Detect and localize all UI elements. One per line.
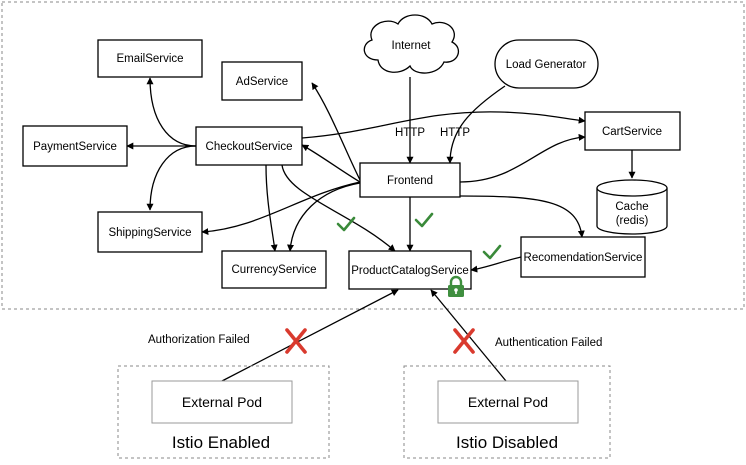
external-pod-left[interactable]: External Pod [151, 380, 293, 424]
istio-enabled-label: Istio Enabled [172, 433, 270, 452]
external-pod-right-label: External Pod [468, 394, 548, 410]
edges [126, 77, 636, 382]
edge-checkout-shipping [146, 145, 197, 211]
payment-service-node[interactable]: PaymentService [22, 125, 128, 167]
checkout-service-node[interactable]: CheckoutService [195, 126, 303, 166]
cache-redis-node[interactable]: Cache (redis) [596, 179, 668, 235]
shipping-service-node[interactable]: ShippingService [97, 211, 203, 253]
currency-service-node[interactable]: CurrencyService [221, 250, 327, 289]
load-generator-node[interactable]: Load Generator [494, 39, 599, 89]
email-service-node[interactable]: EmailService [97, 39, 203, 78]
edge-frontend-currency [287, 182, 361, 252]
product-catalog-service-node[interactable]: ProductCatalogService [348, 250, 472, 290]
istio-disabled-label: Istio Disabled [456, 433, 558, 452]
http-label-loadgen: HTTP [440, 127, 470, 139]
cross-icon [453, 328, 475, 354]
edge-loadgen-frontend [446, 85, 506, 164]
authentication-failed-label: Authentication Failed [495, 337, 602, 349]
edge-frontend-ad [311, 82, 361, 181]
ad-service-node[interactable]: AdService [221, 61, 303, 101]
edge-checkout-email [146, 77, 197, 147]
cache-sublabel: (redis) [616, 215, 649, 227]
lock-icon [448, 275, 464, 297]
check-icon [482, 244, 502, 260]
external-pod-left-label: External Pod [182, 394, 262, 410]
ad-service-label: AdService [236, 76, 288, 88]
istio-enabled-zone [117, 365, 330, 459]
product-catalog-service-label: ProductCatalogService [351, 265, 469, 277]
cluster-boundary [1, 1, 745, 310]
frontend-node[interactable]: Frontend [359, 162, 461, 198]
shipping-service-label: ShippingService [108, 227, 191, 239]
recommendation-service-node[interactable]: RecomendationService [520, 236, 646, 278]
authorization-failed-label: Authorization Failed [148, 334, 250, 346]
payment-service-label: PaymentService [33, 141, 117, 153]
currency-service-label: CurrencyService [232, 264, 317, 276]
email-service-label: EmailService [116, 53, 183, 65]
internet-label: Internet [392, 40, 432, 52]
http-label-internet: HTTP [395, 127, 425, 139]
edge-frontend-checkout [301, 144, 361, 183]
edge-frontend-recommendation [459, 195, 585, 238]
load-generator-label: Load Generator [506, 59, 587, 71]
cache-label: Cache [615, 201, 648, 213]
edge-checkout-productcatalog [281, 164, 396, 252]
cross-icon [285, 328, 307, 354]
cart-service-node[interactable]: CartService [584, 111, 681, 151]
checkout-service-label: CheckoutService [206, 141, 293, 153]
check-icon [414, 212, 434, 228]
edge-recommendation-productcatalog [470, 256, 522, 273]
cart-service-label: CartService [602, 126, 662, 138]
internet-cloud[interactable]: Internet [363, 14, 460, 74]
istio-disabled-zone [403, 365, 611, 459]
edge-checkout-cart [301, 111, 586, 139]
check-icon [336, 216, 356, 232]
recommendation-service-label: RecomendationService [524, 252, 643, 264]
frontend-label: Frontend [387, 175, 433, 187]
edge-frontend-cart [459, 133, 586, 183]
external-pod-right[interactable]: External Pod [437, 380, 579, 424]
edge-checkout-currency [265, 164, 278, 252]
edge-frontend-shipping [201, 181, 361, 236]
